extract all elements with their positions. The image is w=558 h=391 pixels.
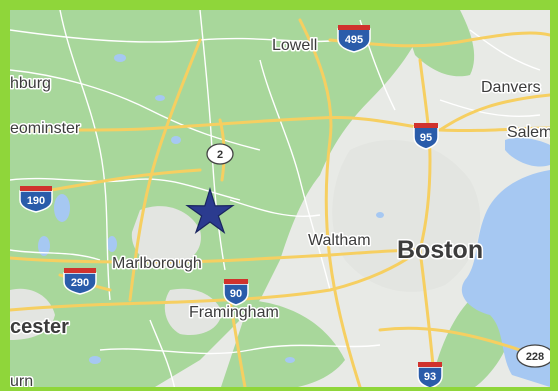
interstate-90-shield: 90 [223, 279, 249, 306]
shield-190-text: 190 [27, 195, 45, 207]
interstate-93-shield: 93 [417, 362, 443, 387]
place-fitchburg: hburg [10, 75, 51, 92]
shield-93-text: 93 [424, 371, 436, 383]
interstate-495-shield: 495 [337, 25, 371, 53]
interstate-95-shield: 95 [413, 123, 439, 150]
place-salem: Salem [507, 124, 552, 141]
shield-95-text: 95 [420, 132, 432, 144]
green-areas [10, 10, 506, 387]
interstate-290-shield: 290 [63, 268, 97, 295]
shield-90-text: 90 [230, 288, 242, 300]
shield-290-text: 290 [71, 277, 89, 289]
place-worcester: cester [10, 316, 69, 338]
shield-228-text: 228 [526, 351, 544, 363]
place-framingham: Framingham [189, 304, 279, 321]
place-danvers: Danvers [481, 79, 541, 96]
place-marlborough: Marlborough [112, 255, 202, 272]
water-bodies [38, 54, 550, 387]
place-boston: Boston [397, 236, 483, 264]
shield-2-text: 2 [217, 149, 223, 161]
shield-495-text: 495 [345, 34, 363, 46]
urban-areas [10, 140, 481, 340]
place-leominster: eominster [10, 120, 81, 137]
route-228-shield: 228 [516, 344, 550, 368]
star-icon[interactable] [185, 186, 235, 235]
place-auburn: urn [10, 373, 33, 390]
interstate-190-shield: 190 [19, 186, 53, 213]
place-waltham: Waltham [308, 232, 371, 249]
place-lowell: Lowell [272, 37, 317, 54]
highways [10, 18, 550, 387]
route-2-shield: 2 [206, 143, 234, 165]
